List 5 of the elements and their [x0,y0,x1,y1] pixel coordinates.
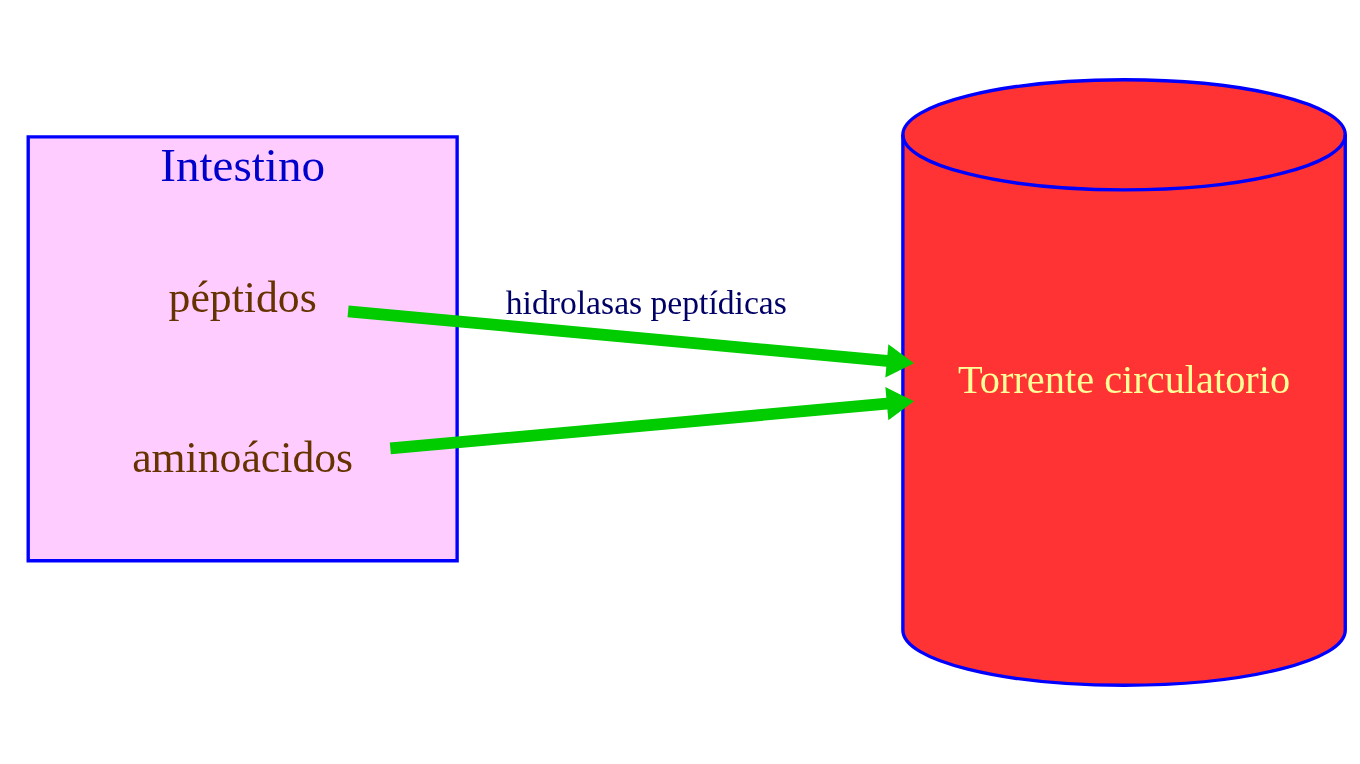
edge-label: hidrolasas peptídicas [505,283,787,321]
arrow [389,386,914,454]
arrow [347,304,914,377]
node-text: péptidos [168,272,317,321]
node-text: aminoácidos [132,432,354,481]
